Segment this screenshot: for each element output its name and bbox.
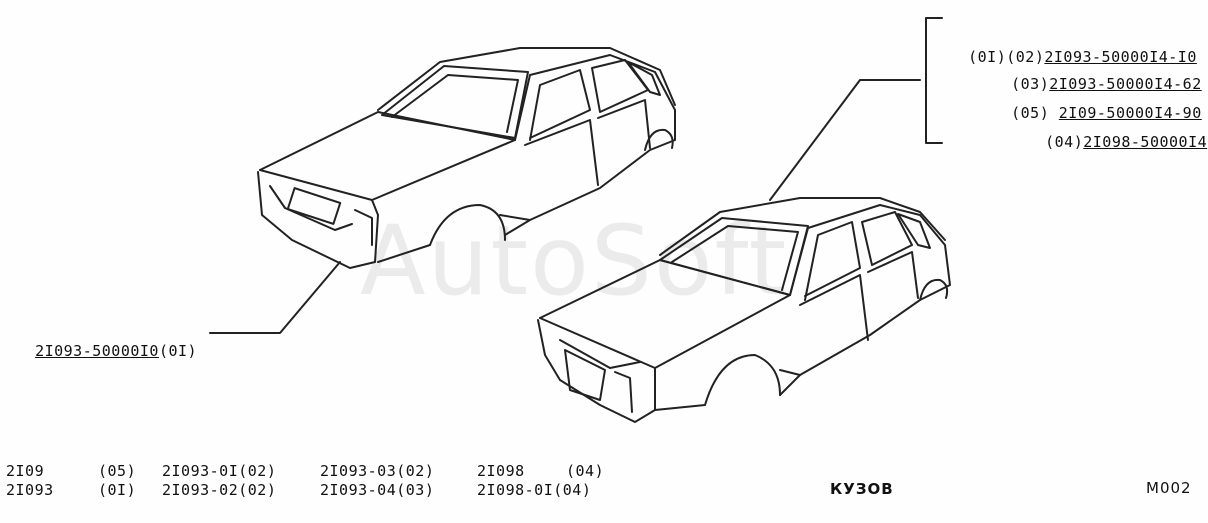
model-r1-c1: 2I09 [6,462,45,480]
callout-left-suffix: (0I) [158,342,198,360]
callout-line-4-part[interactable]: 2I098-50000I4 [1083,133,1208,151]
model-r1-c2: (05) [98,462,137,480]
model-r2-c1: 2I093 [6,481,54,499]
car-body-rear-view [257,47,676,269]
model-r2-c4: 2I093-04(03) [320,481,435,499]
model-r2-c2: (0I) [98,481,137,499]
leader-line-top [769,79,921,201]
car-body-front-view [537,197,951,423]
callout-line-2-part[interactable]: 2I093-50000I4-62 [1049,75,1202,93]
callout-line-2: (03)2I093-50000I4-62 [973,57,1202,111]
model-r2-c3: 2I093-02(02) [162,481,277,499]
callout-line-1-part[interactable]: 2I093-50000I4-I0 [1044,48,1197,66]
callout-bracket [925,17,943,144]
sheet-title: КУЗОВ [830,480,894,498]
callout-line-2-prefix: (03) [1011,75,1050,93]
model-r1-c6: (04) [566,462,605,480]
callout-line-4: (04)2I098-50000I4 [1007,115,1207,169]
callout-line-4-prefix: (04) [1045,133,1084,151]
model-r1-c3: 2I093-0I(02) [162,462,277,480]
callout-line-1: (0I)(02)2I093-50000I4-I0 [930,30,1197,84]
callout-line-3-prefix: (05) [1011,104,1059,122]
callout-line-3-part[interactable]: 2I09-50000I4-90 [1058,104,1202,122]
callout-line-1-prefix: (0I)(02) [968,48,1045,66]
callout-line-3: (05) 2I09-50000I4-90 [973,86,1202,140]
model-r1-c4: 2I093-03(02) [320,462,435,480]
model-r1-c5: 2I098 [477,462,525,480]
model-r2-c5: 2I098-0I(04) [477,481,592,499]
callout-left: 2I093-50000I0(0I) [16,324,197,360]
leader-line-left [209,261,341,334]
sheet-code: M002 [1146,479,1192,497]
callout-left-part[interactable]: 2I093-50000I0 [35,342,159,360]
